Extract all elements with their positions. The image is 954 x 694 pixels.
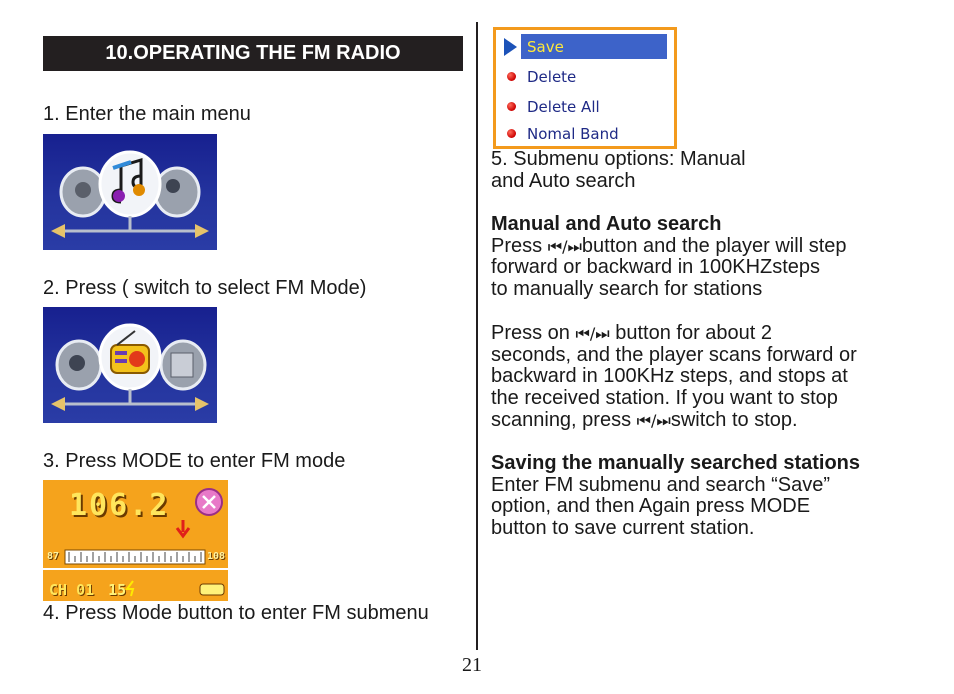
tuning-pointer-icon bbox=[175, 520, 191, 539]
scale-max: 108 bbox=[207, 551, 226, 562]
fm-submenu: Save Delete Delete All Nomal Band bbox=[493, 27, 677, 149]
red-dot-icon bbox=[507, 102, 516, 111]
step-3: 3. Press MODE to enter FM mode bbox=[43, 450, 346, 472]
submenu-item-label: Delete bbox=[527, 67, 577, 86]
volume-icon bbox=[125, 580, 135, 597]
right-arrow-icon bbox=[195, 397, 209, 411]
channel-label: CH 01 bbox=[49, 581, 95, 599]
volume-level: 15 bbox=[108, 581, 127, 599]
step-2: 2. Press ( switch to select FM Mode) bbox=[43, 277, 367, 299]
left-arrow-icon bbox=[51, 224, 65, 238]
prev-next-icon: ⏮/⏭ bbox=[636, 410, 671, 430]
submenu-item-save[interactable]: Save bbox=[496, 34, 670, 59]
column-divider bbox=[476, 22, 478, 650]
red-dot-icon bbox=[507, 129, 516, 138]
gear-icon bbox=[75, 182, 91, 198]
prev-next-icon: ⏮/⏭ bbox=[547, 236, 582, 256]
selection-highlight bbox=[521, 34, 667, 59]
submenu-item-label: Delete All bbox=[527, 97, 600, 116]
right-arrow-icon bbox=[195, 224, 209, 238]
user-icon bbox=[153, 166, 201, 218]
page-number: 21 bbox=[462, 654, 482, 676]
prev-next-icon: ⏮/⏭ bbox=[575, 324, 610, 343]
saving-section: Saving the manually searched stations En… bbox=[491, 452, 861, 540]
manual-auto-line: Press ⏮/⏭button and the player will step bbox=[491, 234, 847, 257]
section-title: 10.OPERATING THE FM RADIO bbox=[43, 36, 463, 71]
fm-select-carousel bbox=[51, 323, 209, 411]
fm-mode-select-screen bbox=[43, 307, 217, 423]
submenu-item-delete[interactable]: Delete bbox=[496, 64, 670, 89]
battery-icon bbox=[199, 583, 225, 596]
submenu-item-label: Nomal Band bbox=[527, 124, 619, 143]
submenu-item-label: Save bbox=[527, 37, 564, 56]
left-arrow-icon bbox=[51, 397, 65, 411]
submenu-item-delete-all[interactable]: Delete All bbox=[496, 94, 670, 119]
fm-status-row: CH 01 15 bbox=[49, 581, 126, 599]
auto-scan-paragraph: Press on ⏮/⏭ button for about 2 seconds,… bbox=[491, 322, 857, 431]
fm-frequency: 106.2 bbox=[69, 488, 170, 523]
fm-radio-screen: 106.2 87 108 CH 01 15 bbox=[43, 480, 228, 601]
step-5: 5. Submenu options: Manual and Auto sear… bbox=[491, 148, 746, 192]
scale-min: 87 bbox=[47, 551, 60, 562]
triangle-right-icon bbox=[504, 37, 517, 56]
saving-heading: Saving the manually searched stations bbox=[491, 452, 861, 474]
fm-screen-graphics bbox=[43, 488, 228, 597]
red-dot-icon bbox=[507, 72, 516, 81]
step-1: 1. Enter the main menu bbox=[43, 103, 251, 125]
step-4: 4. Press Mode button to enter FM submenu bbox=[43, 602, 429, 624]
main-menu-carousel bbox=[51, 150, 209, 238]
manual-auto-section: Manual and Auto search Press ⏮/⏭button a… bbox=[491, 213, 847, 301]
manual-auto-heading: Manual and Auto search bbox=[491, 213, 722, 235]
submenu-item-normal-band[interactable]: Nomal Band bbox=[496, 121, 670, 146]
main-menu-screen bbox=[43, 134, 217, 250]
